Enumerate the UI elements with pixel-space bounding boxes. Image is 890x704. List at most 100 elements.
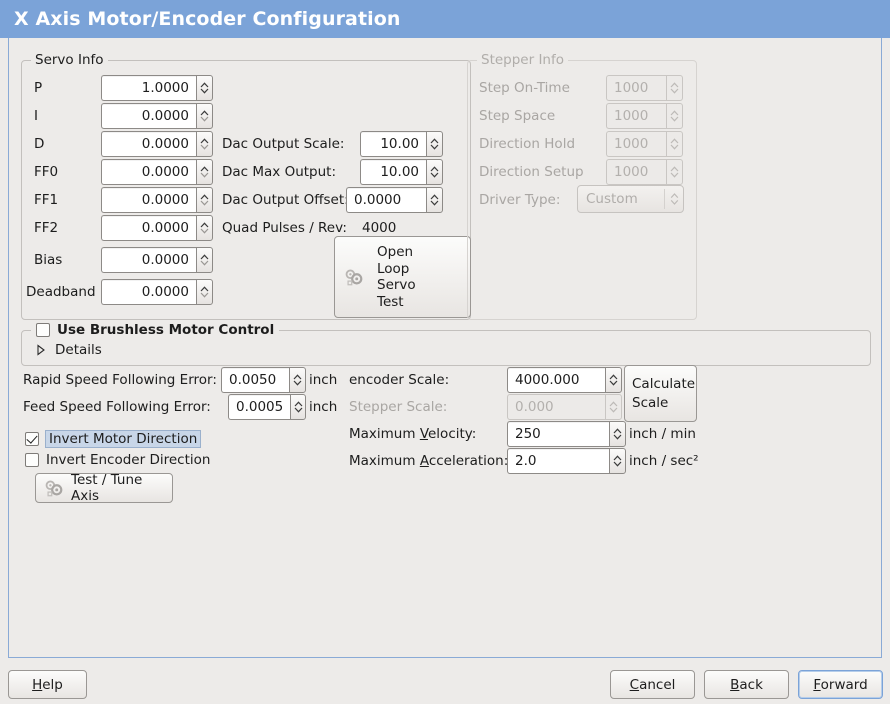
help-button[interactable]: Help — [8, 670, 87, 699]
servo-input-p-stepper[interactable] — [196, 75, 213, 101]
chevron-down-icon[interactable] — [609, 380, 618, 386]
test-tune-axis-button[interactable]: Test / Tune Axis — [35, 472, 173, 504]
servo-input-bias[interactable]: 0.0000 — [101, 247, 213, 273]
servo-input-i[interactable]: 0.0000 — [101, 103, 213, 129]
chevron-up-icon[interactable] — [200, 194, 209, 200]
cancel-button[interactable]: Cancel — [610, 670, 695, 699]
feed-following-error-value[interactable]: 0.0005 — [228, 394, 291, 420]
servo-input-bias-value[interactable]: 0.0000 — [101, 247, 196, 273]
servo-input-ff1-stepper[interactable] — [196, 187, 213, 213]
maximum-acceleration-stepper[interactable] — [609, 448, 626, 474]
chevron-down-icon[interactable] — [430, 172, 439, 178]
details-expander[interactable]: Details — [35, 342, 102, 358]
dac-output-offset-input[interactable]: 0.0000 — [346, 187, 443, 213]
dac-max-output-value[interactable]: 10.00 — [360, 159, 426, 185]
servo-label-d: D — [34, 136, 45, 152]
checkbox-box[interactable] — [25, 432, 39, 446]
rapid-following-error-input[interactable]: 0.0050 — [221, 367, 306, 393]
chevron-down-icon[interactable] — [200, 260, 209, 266]
checkbox-box[interactable] — [36, 323, 50, 337]
chevron-up-icon[interactable] — [200, 222, 209, 228]
chevron-up-icon[interactable] — [200, 166, 209, 172]
driver-type-label: Driver Type: — [479, 192, 561, 208]
servo-input-deadband-value[interactable]: 0.0000 — [101, 279, 196, 305]
driver-type-combo: Custom — [577, 185, 684, 213]
forward-button[interactable]: Forward — [798, 670, 883, 699]
open-loop-servo-test-button[interactable]: Open Loop Servo Test — [334, 236, 471, 318]
triangle-right-icon[interactable] — [35, 344, 47, 356]
rapid-following-error-value[interactable]: 0.0050 — [221, 367, 289, 393]
maximum-acceleration-input[interactable]: 2.0 — [507, 448, 626, 474]
chevron-down-icon[interactable] — [200, 292, 209, 298]
servo-input-d[interactable]: 0.0000 — [101, 131, 213, 157]
maximum-velocity-value[interactable]: 250 — [507, 421, 609, 447]
chevron-up-icon[interactable] — [430, 166, 439, 172]
servo-input-p[interactable]: 1.0000 — [101, 75, 213, 101]
chevron-down-icon[interactable] — [200, 200, 209, 206]
chevron-up-icon[interactable] — [200, 82, 209, 88]
encoder-scale-input[interactable]: 4000.000 — [507, 367, 622, 393]
chevron-up-icon[interactable] — [200, 254, 209, 260]
chevron-up-icon[interactable] — [609, 374, 618, 380]
chevron-up-icon[interactable] — [430, 194, 439, 200]
maximum-velocity-stepper[interactable] — [609, 421, 626, 447]
calculate-scale-button[interactable]: Calculate Scale — [624, 365, 697, 422]
chevron-up-icon[interactable] — [293, 374, 302, 380]
chevron-down-icon[interactable] — [200, 172, 209, 178]
servo-input-i-stepper[interactable] — [196, 103, 213, 129]
servo-input-ff0-stepper[interactable] — [196, 159, 213, 185]
maximum-velocity-input[interactable]: 250 — [507, 421, 626, 447]
servo-input-d-value[interactable]: 0.0000 — [101, 131, 196, 157]
servo-input-bias-stepper[interactable] — [196, 247, 213, 273]
chevron-down-icon[interactable] — [200, 144, 209, 150]
dac-output-offset-stepper[interactable] — [426, 187, 443, 213]
chevron-down-icon[interactable] — [613, 461, 622, 467]
invert-motor-direction-checkbox[interactable]: Invert Motor Direction — [25, 430, 202, 448]
chevron-up-icon — [670, 138, 679, 144]
dac-max-output-input[interactable]: 10.00 — [360, 159, 443, 185]
checkbox-box[interactable] — [25, 453, 39, 467]
invert-encoder-direction-checkbox[interactable]: Invert Encoder Direction — [25, 452, 210, 468]
servo-input-ff0[interactable]: 0.0000 — [101, 159, 213, 185]
servo-input-ff2-stepper[interactable] — [196, 215, 213, 241]
chevron-down-icon[interactable] — [200, 88, 209, 94]
chevron-up-icon[interactable] — [613, 455, 622, 461]
dac-output-scale-stepper[interactable] — [426, 131, 443, 157]
encoder-scale-stepper[interactable] — [605, 367, 622, 393]
feed-following-error-input[interactable]: 0.0005 — [228, 394, 306, 420]
rapid-following-error-stepper[interactable] — [289, 367, 306, 393]
servo-input-p-value[interactable]: 1.0000 — [101, 75, 196, 101]
servo-input-d-stepper[interactable] — [196, 131, 213, 157]
chevron-down-icon[interactable] — [430, 144, 439, 150]
chevron-up-icon[interactable] — [294, 401, 303, 407]
feed-following-error-stepper[interactable] — [290, 394, 306, 420]
use-brushless-motor-control-checkbox[interactable]: Use Brushless Motor Control — [31, 322, 280, 338]
chevron-up-icon[interactable] — [200, 110, 209, 116]
rapid-following-error-label: Rapid Speed Following Error: — [23, 372, 217, 388]
chevron-down-icon[interactable] — [200, 116, 209, 122]
chevron-down-icon[interactable] — [430, 200, 439, 206]
dac-output-offset-value[interactable]: 0.0000 — [346, 187, 426, 213]
servo-input-deadband-stepper[interactable] — [196, 279, 213, 305]
servo-input-ff2-value[interactable]: 0.0000 — [101, 215, 196, 241]
encoder-scale-value[interactable]: 4000.000 — [507, 367, 605, 393]
servo-input-ff1-value[interactable]: 0.0000 — [101, 187, 196, 213]
chevron-up-icon[interactable] — [430, 138, 439, 144]
maximum-acceleration-value[interactable]: 2.0 — [507, 448, 609, 474]
dac-output-scale-value[interactable]: 10.00 — [360, 131, 426, 157]
dac-max-output-stepper[interactable] — [426, 159, 443, 185]
servo-input-i-value[interactable]: 0.0000 — [101, 103, 196, 129]
servo-input-deadband[interactable]: 0.0000 — [101, 279, 213, 305]
servo-input-ff1[interactable]: 0.0000 — [101, 187, 213, 213]
chevron-up-icon[interactable] — [613, 428, 622, 434]
chevron-down-icon[interactable] — [293, 380, 302, 386]
chevron-down-icon[interactable] — [200, 228, 209, 234]
servo-input-ff2[interactable]: 0.0000 — [101, 215, 213, 241]
chevron-up-icon[interactable] — [200, 138, 209, 144]
chevron-down-icon[interactable] — [613, 434, 622, 440]
dac-output-scale-input[interactable]: 10.00 — [360, 131, 443, 157]
chevron-down-icon[interactable] — [294, 407, 303, 413]
back-button[interactable]: Back — [704, 670, 789, 699]
servo-input-ff0-value[interactable]: 0.0000 — [101, 159, 196, 185]
chevron-up-icon[interactable] — [200, 286, 209, 292]
